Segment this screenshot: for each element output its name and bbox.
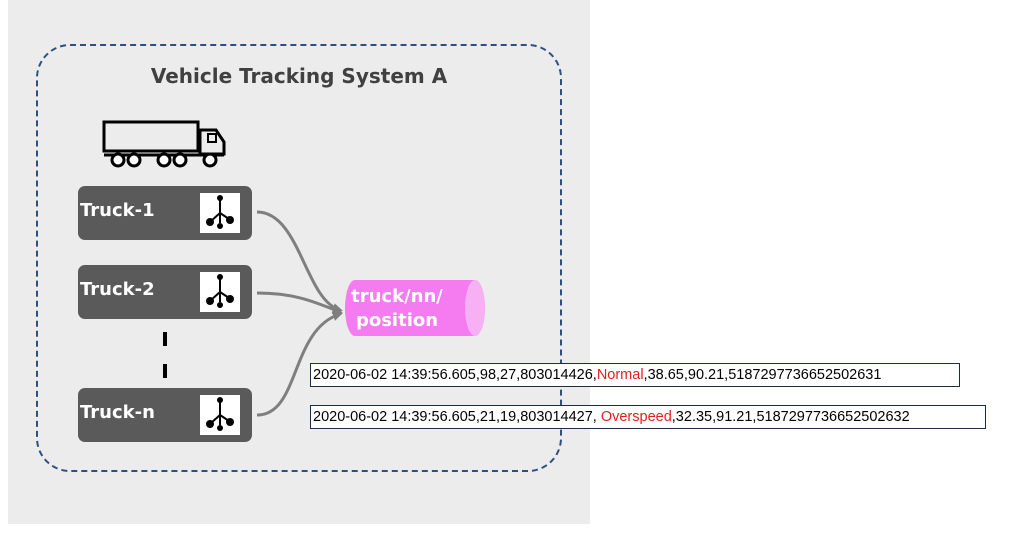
message-sample: 2020-06-02 14:39:56.605,98,27,803014426,…: [310, 363, 960, 387]
message-prefix: 2020-06-02 14:39:56.605,98,27,803014426,: [313, 367, 597, 383]
truck-label: Truck-2: [80, 279, 155, 300]
mqtt-node-icon: [200, 193, 240, 233]
truck-icon: [102, 120, 226, 168]
system-title: Vehicle Tracking System A: [150, 64, 448, 88]
truck-node-1: Truck-1: [78, 186, 252, 240]
truck-label: Truck-n: [80, 402, 155, 423]
mqtt-node-icon: [200, 395, 240, 435]
message-suffix: ,38.65,90.21,5187297736652502631: [643, 367, 882, 383]
topic-line-2: position: [355, 310, 439, 331]
message-prefix: 2020-06-02 14:39:56.605,21,19,803014427,: [313, 409, 601, 425]
connector-truck-n: [256, 311, 343, 417]
mqtt-node-icon: [200, 272, 240, 312]
truck-node-n: Truck-n: [78, 388, 252, 442]
connector-truck-2: [256, 291, 343, 315]
connector-truck-1: [256, 210, 343, 313]
truck-label: Truck-1: [80, 200, 155, 221]
topic-line-1: truck/nn/: [351, 286, 443, 307]
topic-cylinder: [345, 280, 485, 336]
system-boundary: [36, 44, 562, 472]
message-status: Overspeed: [600, 409, 672, 425]
message-suffix: ,32.35,91.21,5187297736652502632: [671, 409, 910, 425]
topic-label: truck/nn/ position: [350, 285, 444, 333]
message-status: Normal: [596, 367, 644, 383]
truck-node-2: Truck-2: [78, 265, 252, 319]
message-sample: 2020-06-02 14:39:56.605,21,19,803014427,…: [310, 405, 986, 429]
